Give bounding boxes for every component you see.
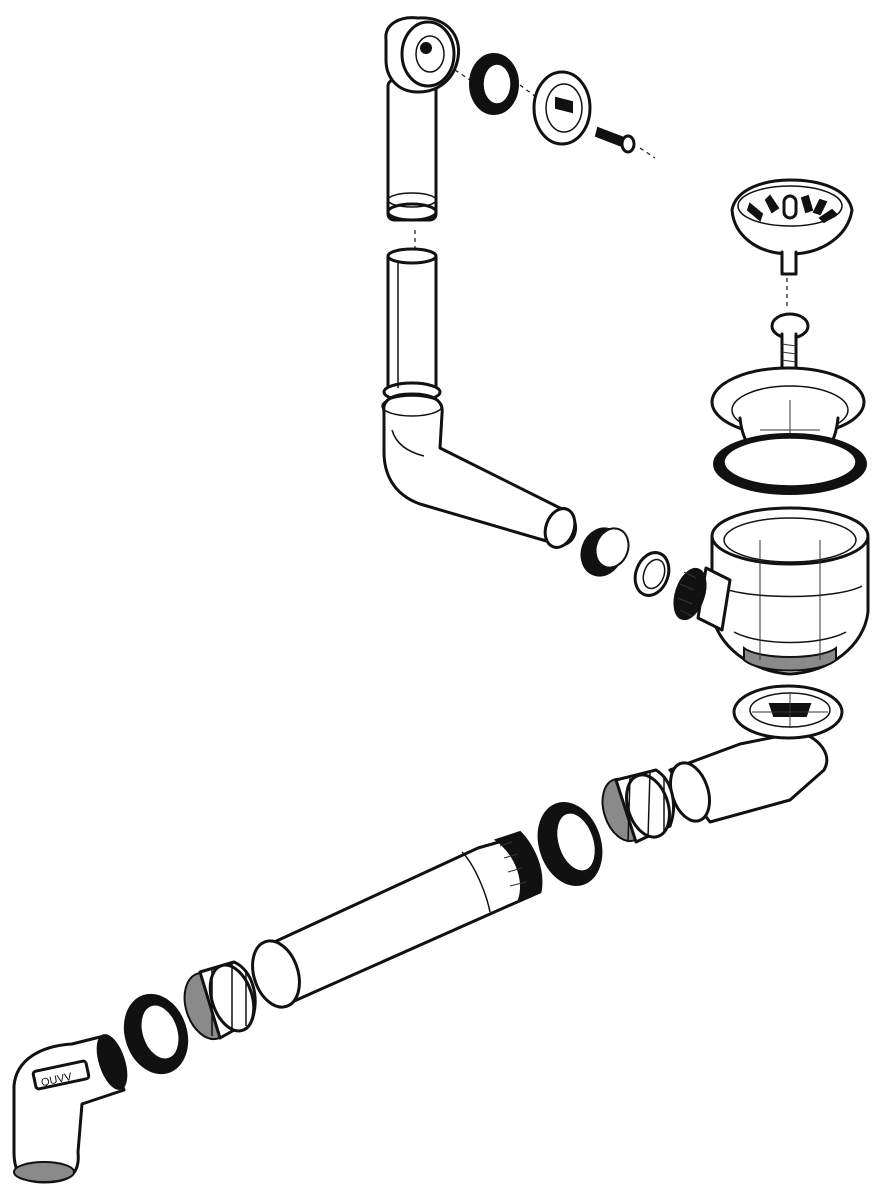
- overflow-upper-tube: [386, 78, 438, 222]
- outlet-union-nut: [601, 768, 675, 844]
- drain-body: [673, 506, 870, 676]
- assembly-guides: [414, 69, 788, 310]
- overflow-lower-tube: [382, 247, 442, 403]
- end-seal-ring: [123, 993, 189, 1075]
- overflow-seal-ring: [469, 53, 519, 115]
- overflow-elbow-pipe: [381, 392, 577, 549]
- overflow-head: [384, 16, 461, 94]
- overflow-screw: [594, 126, 636, 154]
- overflow-washer: [633, 551, 671, 597]
- outlet-seal-ring: [537, 801, 603, 887]
- end-union-nut: [183, 960, 257, 1041]
- strainer-basket: [730, 178, 854, 276]
- bottom-outlet: [668, 684, 844, 824]
- overflow-union-nut: [580, 527, 630, 577]
- overflow-cover-plate: [532, 70, 592, 146]
- outlet-elbow: QUVV: [12, 1034, 128, 1184]
- long-drain-pipe: [251, 830, 543, 1009]
- flange-gasket: [713, 433, 867, 495]
